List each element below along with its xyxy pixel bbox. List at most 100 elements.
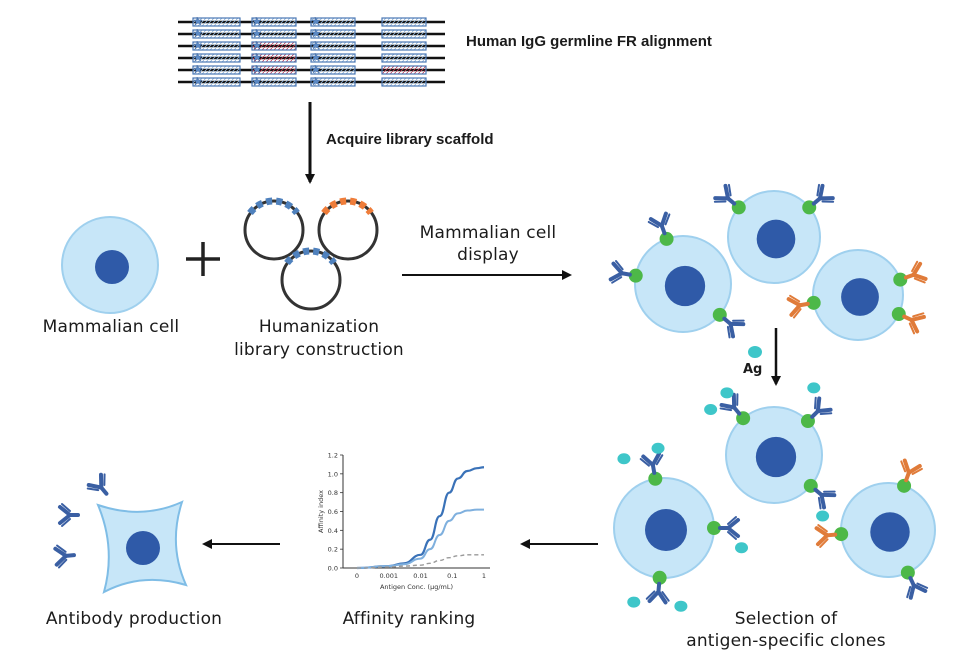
affinity-ranking-label: Affinity ranking [342,609,476,629]
antigen-dot [807,382,821,394]
antibody-icon [58,502,80,528]
nucleus [645,509,687,551]
antibody-icon [786,291,812,320]
star-icon [311,40,321,50]
antigen-icon [748,346,762,358]
y-tick-label: 0.2 [328,546,338,554]
binding-site [834,527,849,542]
nucleus [841,278,879,316]
star-icon [311,52,321,62]
alignment-block [310,65,356,75]
alignment-block [192,65,241,75]
antigen-dot [627,596,641,608]
alignment-block [381,77,427,87]
star-icon [252,16,262,26]
mammalian-cell [61,216,159,314]
alignment-block [251,17,297,27]
star-icon [193,40,203,50]
star-icon [311,28,321,38]
binding-site [900,565,915,580]
y-tick-label: 0.4 [328,527,338,535]
alignment-block [381,17,427,27]
antibody-icon [814,521,839,550]
alignment-block [381,29,427,39]
x-tick-label: 0.01 [413,572,427,580]
star-icon [311,64,321,74]
alignment-block [251,77,297,87]
antibody-icon [608,258,634,288]
series-line-solid-dark [356,466,485,570]
plasmid-library [243,197,379,311]
star-icon [193,64,203,74]
y-tick-label: 0.8 [328,489,338,497]
mammalian-cell-label: Mammalian cell [42,317,180,337]
display-label-1: Mammalian cell [419,223,557,243]
star-icon [193,28,203,38]
alignment-block [381,65,427,75]
star-icon [311,16,321,26]
antibody-icon [84,470,117,503]
selected-clone-cells [613,382,936,612]
alignment-block [192,77,241,87]
antigen-dot [720,387,734,399]
displayed-antibody-cells [608,181,929,341]
star-icon [252,40,262,50]
binding-site [891,307,906,322]
alignment-block [251,41,297,51]
series-line-dashed-gray [356,554,484,569]
antigen-dot [617,453,631,465]
y-tick-label: 0.0 [328,565,338,573]
antibody-icon [638,451,668,477]
star-icon [193,16,203,26]
star-icon [193,76,203,86]
x-tick-label: 0.001 [379,572,398,580]
y-tick-label: 1.2 [328,452,338,460]
alignment-block [192,53,241,63]
humanization-label-2: library construction [234,340,404,360]
x-tick-label: 0.1 [447,572,457,580]
y-tick-label: 0.6 [328,508,338,516]
alignment-block [192,41,241,51]
y-tick-label: 1.0 [328,470,338,478]
binding-site [806,295,821,310]
alignment-block [310,29,356,39]
plus-sign [186,242,220,276]
nucleus [870,512,910,552]
antibody-icon [53,542,77,570]
binding-site [707,521,721,535]
binding-site [659,231,674,246]
antigen-dot [674,600,688,612]
alignment-block [251,29,297,39]
ag-label: Ag [743,362,763,377]
alignment-block [310,41,356,51]
alignment-block [381,53,427,63]
acquire-label: Acquire library scaffold [326,131,494,148]
selection-label-1: Selection of [734,609,838,629]
antibody-production-label: Antibody production [45,609,223,629]
binding-site [648,471,663,486]
alignment-block [310,77,356,87]
antibody-icon [718,515,740,541]
germline-alignment-graphic [178,16,445,87]
x-tick-label: 0 [355,572,359,580]
display-label-2: display [457,245,519,265]
binding-site [893,272,908,287]
star-icon [193,52,203,62]
antibody-icon [644,580,673,605]
series-line-solid-light [356,508,484,569]
antigen-dot [735,542,749,554]
alignment-block [251,53,297,63]
alignment-block [381,41,427,51]
antigen-dot [816,510,830,522]
binding-site [897,478,912,493]
production-cell [96,500,188,594]
star-icon [252,64,262,74]
star-icon [252,52,262,62]
y-axis-label: Affinity index [317,490,325,533]
antigen-dot [651,442,665,454]
humanization-label-1: Humanization [258,317,380,337]
nucleus [756,219,796,259]
nucleus [664,265,706,307]
